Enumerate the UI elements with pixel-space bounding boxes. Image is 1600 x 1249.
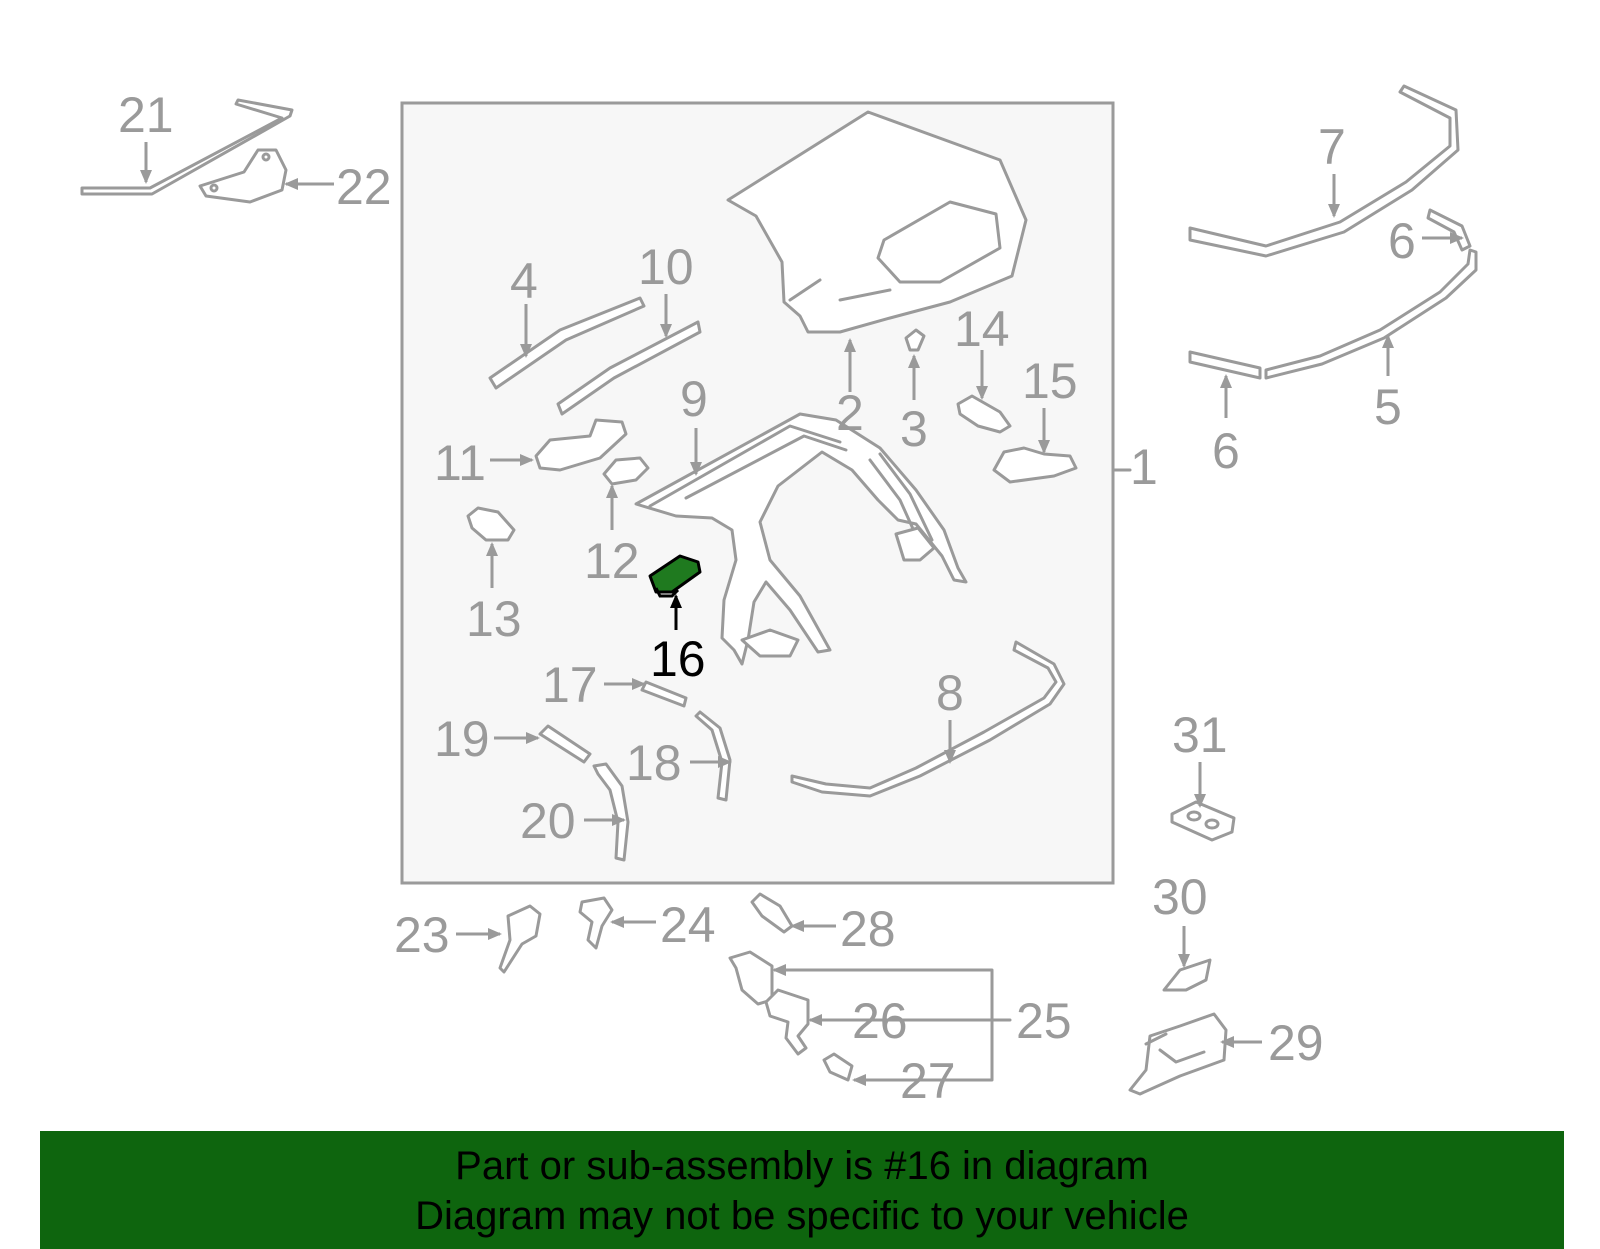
label-7: 7 [1318, 119, 1346, 175]
label-26: 26 [852, 993, 908, 1049]
label-15: 15 [1022, 353, 1078, 409]
part-23-bracket[interactable] [498, 904, 542, 974]
label-30: 30 [1152, 869, 1208, 925]
label-10: 10 [638, 239, 694, 295]
part-4-strip[interactable] [488, 296, 646, 390]
label-11: 11 [434, 435, 486, 491]
part-10-strip[interactable] [556, 320, 702, 416]
label-2: 2 [836, 385, 864, 441]
label-6-lower: 6 [1212, 423, 1240, 479]
part-5-rail[interactable] [1264, 248, 1478, 380]
label-23: 23 [394, 907, 450, 963]
label-21: 21 [118, 87, 174, 143]
banner-line-2: Diagram may not be specific to your vehi… [415, 1194, 1189, 1238]
leader-arrows [140, 142, 1464, 1086]
label-24: 24 [660, 897, 716, 953]
label-18: 18 [626, 735, 682, 791]
part-8-seal[interactable] [790, 640, 1066, 798]
label-13: 13 [466, 591, 522, 647]
part-13-pad[interactable] [466, 506, 516, 542]
part-19-seal[interactable] [538, 724, 592, 764]
part-26-latch-piece[interactable] [764, 988, 810, 1056]
part-22-hinge-bracket[interactable] [198, 148, 288, 204]
label-3: 3 [900, 401, 928, 457]
label-27: 27 [900, 1053, 956, 1109]
label-8: 8 [936, 665, 964, 721]
label-1: 1 [1130, 439, 1158, 495]
callout-bracket-25 [990, 968, 1012, 1082]
part-31-block[interactable] [1170, 800, 1236, 842]
part-2-soft-top[interactable] [726, 110, 1028, 334]
part-7-rail[interactable] [1188, 84, 1460, 258]
part-16-highlighted[interactable] [648, 554, 702, 598]
part-6-rail-end-upper[interactable] [1426, 208, 1472, 252]
part-6-rail-end-lower[interactable] [1188, 350, 1262, 380]
callout-labels: 1 2 3 4 5 6 6 7 8 9 10 11 12 13 14 15 16… [118, 87, 1416, 1109]
part-25-latch[interactable] [728, 950, 774, 1006]
part-28-bracket[interactable] [750, 892, 794, 934]
info-banner: Part or sub-assembly is #16 in diagram D… [40, 1131, 1564, 1249]
label-16: 16 [650, 631, 706, 687]
label-4: 4 [510, 253, 538, 309]
part-30-plate[interactable] [1162, 958, 1212, 992]
label-25: 25 [1016, 993, 1072, 1049]
label-9: 9 [680, 371, 708, 427]
label-22: 22 [336, 159, 392, 215]
part-20-seal[interactable] [592, 762, 630, 862]
part-11-bracket[interactable] [534, 418, 628, 472]
label-29: 29 [1268, 1015, 1324, 1071]
label-28: 28 [840, 901, 896, 957]
label-12: 12 [584, 533, 640, 589]
label-19: 19 [434, 711, 490, 767]
part-18-seal[interactable] [694, 710, 732, 802]
part-29-bracket[interactable] [1128, 1012, 1228, 1096]
label-5: 5 [1374, 379, 1402, 435]
part-15-bracket[interactable] [992, 446, 1078, 484]
part-3-clip[interactable] [904, 328, 926, 352]
label-31: 31 [1172, 707, 1228, 763]
label-6-upper: 6 [1388, 213, 1416, 269]
part-24-bracket[interactable] [578, 896, 614, 950]
part-21-rail[interactable] [80, 98, 294, 196]
label-14: 14 [954, 301, 1010, 357]
part-27-bolt[interactable] [822, 1052, 854, 1082]
label-17: 17 [542, 657, 598, 713]
label-20: 20 [520, 793, 576, 849]
banner-line-1: Part or sub-assembly is #16 in diagram [455, 1144, 1149, 1188]
part-9-frame[interactable] [634, 412, 968, 666]
